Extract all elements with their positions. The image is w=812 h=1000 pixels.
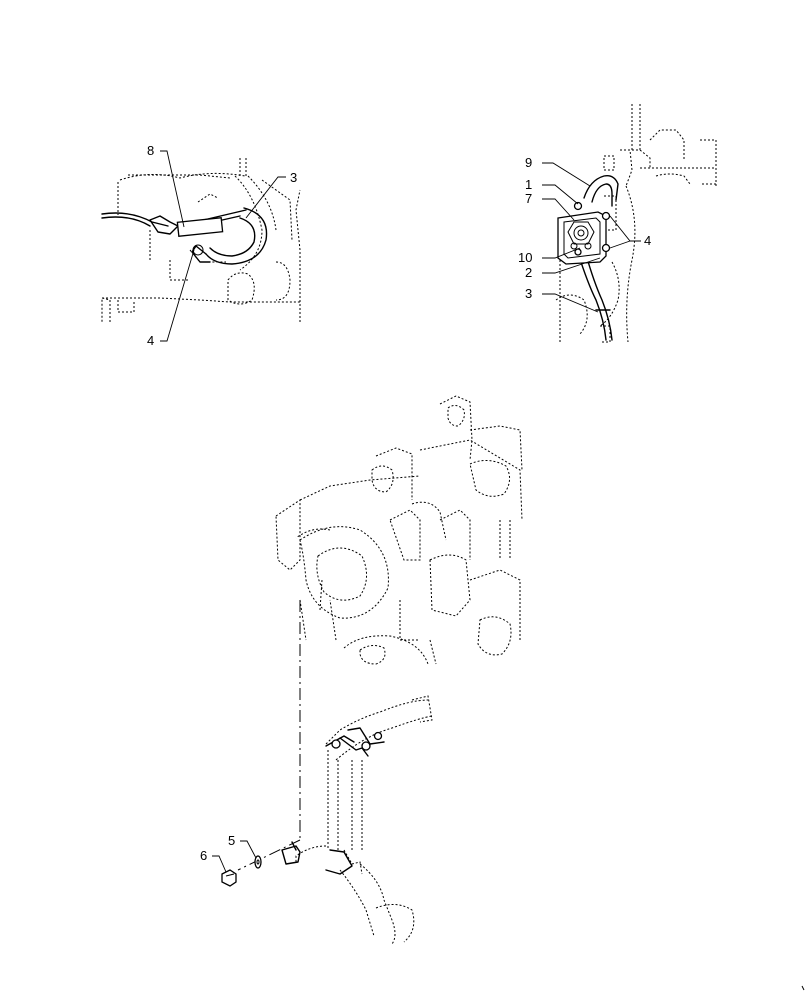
main-pipe-clamp [281,727,385,875]
main-view [221,395,523,945]
callout-labels: 8 3 4 9 1 7 10 2 3 4 5 6 [147,143,651,863]
callout-1: 1 [525,177,532,192]
detail-right-clamp [557,201,611,265]
callout-3: 3 [525,286,532,301]
callout-2: 2 [525,265,532,280]
leader-lines [160,150,641,873]
main-pipe [295,695,433,945]
corner-mark [801,985,805,991]
washer-5 [254,855,262,869]
callout-3: 3 [290,170,297,185]
engine-block [275,395,523,665]
callout-9: 9 [525,155,532,170]
detail-view-right [555,104,717,343]
bolt-6 [221,869,237,887]
callout-4: 4 [147,333,154,348]
assembly-centerline [237,600,301,871]
detail-view-left [101,158,301,322]
callout-6: 6 [200,848,207,863]
detail-right-background [555,104,717,343]
clip-8-rectangle [176,217,224,237]
callout-7: 7 [525,191,532,206]
detail-left-background [101,158,301,322]
callout-10: 10 [518,250,532,265]
callout-5: 5 [228,833,235,848]
callout-4: 4 [644,233,651,248]
callout-8: 8 [147,143,154,158]
